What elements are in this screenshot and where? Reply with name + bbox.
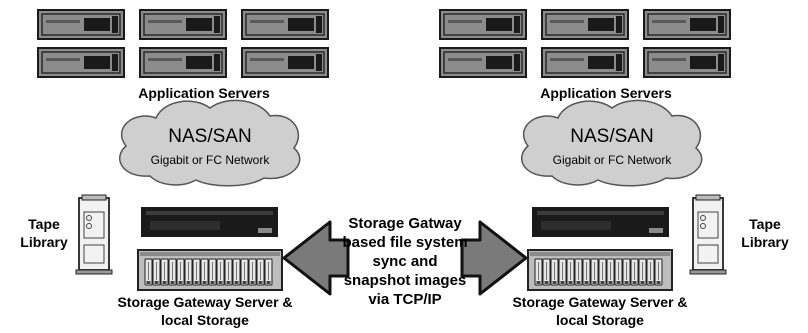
right-site: Application Servers NAS/SAN Gigabit or F…: [439, 9, 789, 328]
sync-line-1: Storage Gatway: [348, 215, 462, 232]
drive-bay-icon: [232, 258, 241, 286]
drive-bay-icon: [240, 258, 249, 286]
left-network-cloud-icon: [119, 99, 301, 187]
left-network-title: NAS/SAN: [168, 126, 251, 147]
left-storage-array-icon: [137, 249, 283, 291]
drive-bay-icon: [622, 258, 631, 286]
drive-bay-icon: [534, 258, 543, 286]
right-arrow-icon: [460, 220, 528, 296]
server-icon: [541, 47, 629, 78]
right-tape-library-icon: [689, 194, 727, 275]
drive-bay-icon: [200, 258, 209, 286]
drive-bay-icon: [160, 258, 169, 286]
drive-bay-icon: [176, 258, 185, 286]
right-storage-array-icon: [527, 249, 673, 291]
right-network-subtitle: Gigabit or FC Network: [553, 153, 673, 167]
left-site: Application Servers NAS/SAN Gigabit or F…: [20, 9, 329, 328]
drive-bay-icon: [264, 258, 273, 286]
left-arrow-icon: [282, 220, 350, 296]
drive-bay-icon: [542, 258, 551, 286]
right-gateway-label-line2: local Storage: [556, 312, 644, 328]
left-servers-label: Application Servers: [138, 85, 270, 101]
drive-bay-icon: [256, 258, 265, 286]
server-icon: [37, 47, 125, 78]
sync-line-5: via TCP/IP: [368, 291, 441, 308]
drive-bay-icon: [248, 258, 257, 286]
drive-bay-icon: [638, 258, 647, 286]
left-network-subtitle: Gigabit or FC Network: [151, 153, 271, 167]
drive-bay-icon: [184, 258, 193, 286]
drive-bay-icon: [192, 258, 201, 286]
right-network-cloud-icon: [521, 99, 703, 187]
drive-bay-icon: [550, 258, 559, 286]
drive-bay-icon: [152, 258, 161, 286]
right-application-servers: [439, 9, 731, 78]
server-icon: [439, 9, 527, 40]
server-icon: [643, 47, 731, 78]
left-gateway-label-line2: local Storage: [161, 312, 249, 328]
right-gateway-server-icon: [532, 207, 669, 237]
left-gateway-label-line1: Storage Gateway Server &: [117, 294, 292, 310]
drive-bay-icon: [566, 258, 575, 286]
right-tape-label-line2: Library: [741, 234, 789, 250]
sync-description: Storage Gatway based file system sync an…: [342, 215, 467, 308]
server-icon: [241, 47, 329, 78]
server-icon: [241, 9, 329, 40]
drive-bay-icon: [558, 258, 567, 286]
drive-bay-icon: [582, 258, 591, 286]
server-icon: [139, 47, 227, 78]
server-icon: [439, 47, 527, 78]
right-network-title: NAS/SAN: [570, 126, 653, 147]
server-icon: [643, 9, 731, 40]
sync-line-2: based file system: [342, 234, 467, 251]
drive-bay-icon: [630, 258, 639, 286]
right-gateway-label-line1: Storage Gateway Server &: [512, 294, 687, 310]
right-servers-label: Application Servers: [540, 85, 672, 101]
server-icon: [37, 9, 125, 40]
sync-arrows: [282, 220, 528, 296]
left-tape-label-line2: Library: [20, 234, 68, 250]
left-tape-label-line1: Tape: [28, 216, 60, 232]
drive-bay-icon: [574, 258, 583, 286]
left-gateway-server-icon: [141, 207, 278, 237]
right-tape-label-line1: Tape: [749, 216, 781, 232]
drive-bay-icon: [224, 258, 233, 286]
drive-bay-icon: [168, 258, 177, 286]
drive-bay-icon: [144, 258, 153, 286]
drive-bay-icon: [646, 258, 655, 286]
drive-bay-icon: [606, 258, 615, 286]
drive-bay-icon: [590, 258, 599, 286]
drive-bay-icon: [208, 258, 217, 286]
left-tape-library-icon: [75, 194, 113, 275]
sync-line-3: sync and: [372, 253, 437, 270]
sync-line-4: snapshot images: [344, 272, 467, 289]
server-icon: [139, 9, 227, 40]
server-icon: [541, 9, 629, 40]
drive-bay-icon: [654, 258, 663, 286]
drive-bay-icon: [216, 258, 225, 286]
drive-bay-icon: [614, 258, 623, 286]
left-application-servers: [37, 9, 329, 78]
drive-bay-icon: [598, 258, 607, 286]
